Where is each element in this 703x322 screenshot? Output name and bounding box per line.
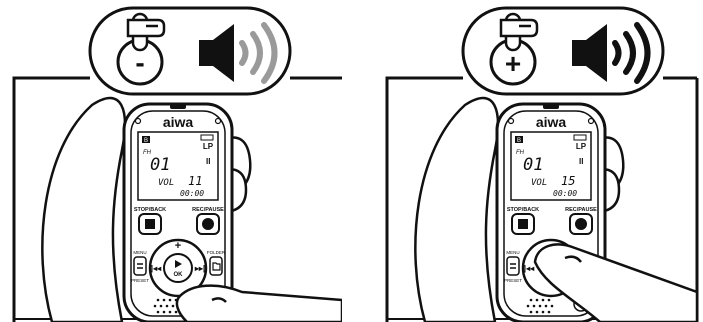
- svg-text:II: II: [579, 157, 583, 166]
- svg-text:|◂◂: |◂◂: [151, 264, 162, 273]
- svg-text:-: -: [135, 47, 144, 78]
- stop-icon: [145, 219, 155, 229]
- volume-down-panel: - aiwa B LP FH 01 II VOL: [12, 0, 342, 322]
- stop-back-label: STOP/BACK: [134, 207, 166, 213]
- ok-label: OK: [174, 272, 184, 278]
- menu-button[interactable]: [507, 257, 519, 275]
- dpad-plus-icon: +: [175, 240, 181, 252]
- lcd-badge: B: [517, 138, 521, 144]
- svg-text:II: II: [206, 157, 210, 166]
- volume-up-panel: + aiwa B LP FH 01 II VOL 15 00:00: [385, 0, 703, 322]
- rec-pause-button[interactable]: [197, 214, 219, 234]
- brand-logo: aiwa: [536, 114, 567, 130]
- menu-button[interactable]: [134, 257, 146, 275]
- lcd-volume-label: VOL: [531, 178, 547, 188]
- record-icon: [575, 218, 587, 230]
- svg-text:+: +: [505, 48, 521, 79]
- record-icon: [202, 218, 214, 230]
- menu-label: MENU: [506, 250, 519, 255]
- brand-logo: aiwa: [163, 114, 194, 130]
- lcd-volume-value: 15: [561, 174, 575, 188]
- stop-back-button[interactable]: [512, 214, 534, 234]
- folder-button[interactable]: [210, 257, 222, 275]
- rec-pause-button[interactable]: [570, 214, 592, 234]
- stop-back-label: STOP/BACK: [507, 207, 539, 213]
- lcd-volume-label: VOL: [158, 178, 174, 188]
- rec-pause-label: REC/PAUSE: [565, 207, 597, 213]
- lcd-mode: LP: [203, 142, 214, 151]
- folder-label: FOLDER: [207, 250, 226, 255]
- stop-icon: [518, 219, 528, 229]
- pressing-finger: [177, 286, 342, 322]
- lcd-folder: 01: [150, 155, 170, 175]
- stop-back-button[interactable]: [139, 214, 161, 234]
- preset-label: PRESET: [504, 278, 522, 283]
- rec-pause-label: REC/PAUSE: [192, 207, 224, 213]
- lcd-badge: B: [144, 138, 148, 144]
- lcd-time: 00:00: [553, 189, 577, 198]
- volume-up-illustration: + aiwa B LP FH 01 II VOL 15 00:00: [385, 0, 703, 322]
- lcd-folder: 01: [523, 155, 543, 175]
- svg-text:|◂◂: |◂◂: [524, 264, 535, 273]
- svg-text:▸▸|: ▸▸|: [194, 264, 205, 273]
- lcd-mode: LP: [576, 142, 587, 151]
- volume-down-illustration: - aiwa B LP FH 01 II VOL: [12, 0, 342, 322]
- lcd-time: 00:00: [180, 189, 204, 198]
- lcd-volume-value: 11: [188, 174, 202, 188]
- preset-label: PRESET: [131, 278, 149, 283]
- menu-label: MENU: [133, 250, 146, 255]
